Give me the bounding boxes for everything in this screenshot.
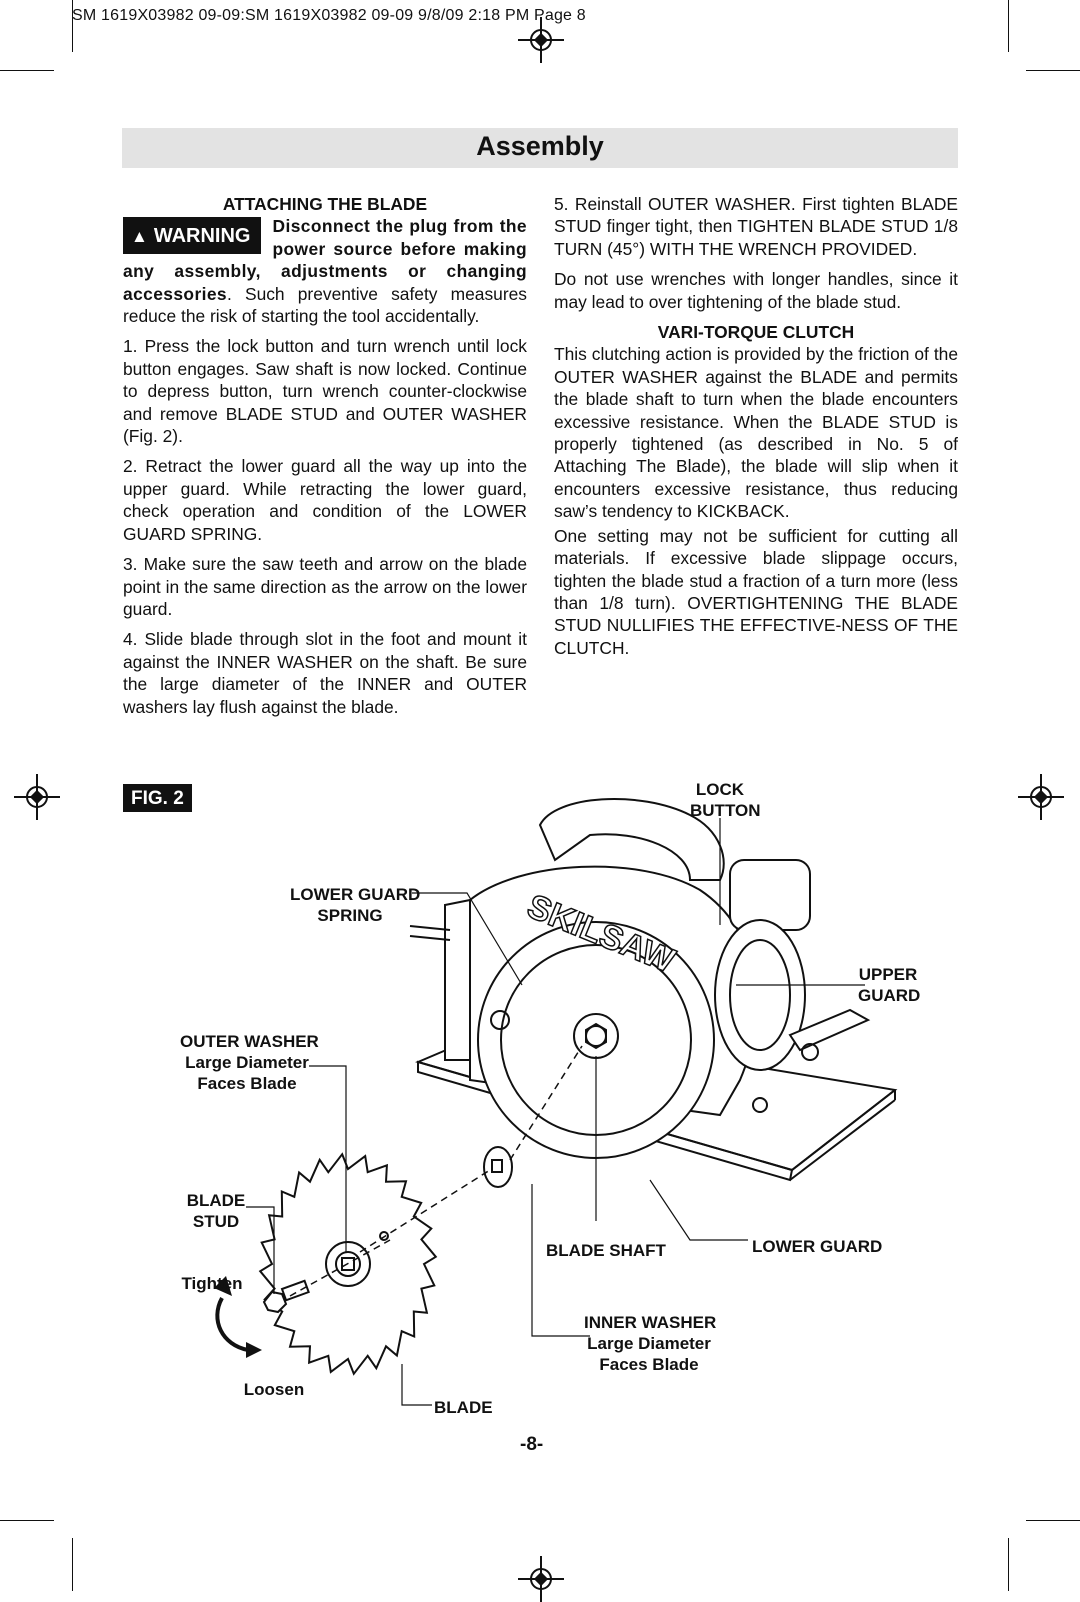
- step-1: 1. Press the lock button and turn wrench…: [123, 336, 527, 447]
- step-4: 4. Slide blade through slot in the foot …: [123, 629, 527, 717]
- registration-mark-icon: [14, 774, 60, 820]
- clutch-paragraph-2: One setting may not be sufficient for cu…: [554, 525, 958, 658]
- crop-mark: [72, 1538, 73, 1591]
- crop-mark: [1008, 0, 1009, 52]
- rotate-arrow-icon: [215, 1297, 249, 1352]
- saw-handle: [538, 797, 811, 931]
- label-blade-shaft: BLADE SHAFT: [546, 1241, 666, 1260]
- label-loosen: Loosen: [243, 1380, 305, 1399]
- step-3: 3. Make sure the saw teeth and arrow on …: [123, 554, 527, 619]
- crop-mark: [1026, 70, 1080, 71]
- title-band: [122, 128, 958, 168]
- outer-washer: [483, 1146, 513, 1188]
- motor-housing: [714, 919, 806, 1071]
- crop-mark: [72, 0, 73, 52]
- warning-label: WARNING: [153, 225, 251, 248]
- page-title: Assembly: [476, 131, 604, 161]
- warning-bold-text: Disconnect the plug from the power sourc…: [123, 216, 527, 304]
- page-number: -8-: [520, 1434, 544, 1455]
- blade-stud: [262, 1279, 310, 1314]
- step-2: 2. Retract the lower guard all the way u…: [123, 456, 527, 544]
- crop-mark: [1026, 1520, 1080, 1521]
- registration-mark-icon: [1018, 774, 1064, 820]
- wrench-note: Do not use wrenches with longer handles,…: [554, 269, 958, 312]
- right-column: 5. Reinstall OUTER WASHER. First tighten…: [554, 193, 958, 667]
- crop-mark: [1008, 1538, 1009, 1591]
- clutch-paragraph-1: This clutching action is provided by the…: [554, 344, 958, 522]
- label-tighten: Tighten: [181, 1274, 243, 1293]
- warning-triangle-icon: ▲: [131, 227, 148, 247]
- figure-tag: FIG. 2: [123, 784, 192, 812]
- registration-mark-icon: [518, 17, 564, 63]
- warning-badge: ▲WARNING: [123, 217, 261, 255]
- crop-mark: [0, 1520, 54, 1521]
- label-lower-guard: LOWER GUARD: [752, 1237, 883, 1256]
- step-5: 5. Reinstall OUTER WASHER. First tighten…: [554, 194, 958, 259]
- registration-mark-icon: [518, 1556, 564, 1602]
- section-heading: ATTACHING THE BLADE: [222, 194, 428, 214]
- crop-mark: [0, 70, 54, 71]
- print-slug: SM 1619X03982 09-09:SM 1619X03982 09-09 …: [72, 7, 586, 24]
- label-blade: BLADE: [434, 1398, 493, 1417]
- warning-text: . Such preventive safety measures reduce…: [123, 283, 527, 327]
- clutch-heading: VARI-TORQUE CLUTCH: [657, 322, 855, 343]
